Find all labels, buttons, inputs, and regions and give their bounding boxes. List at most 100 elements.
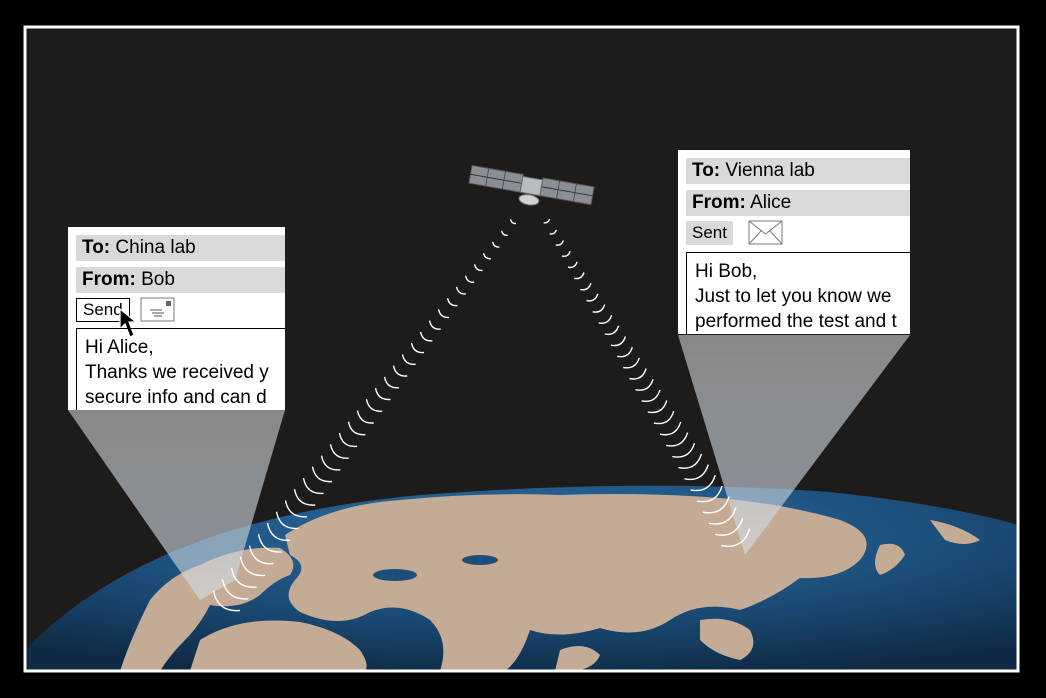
to-label: To: bbox=[82, 237, 111, 258]
signal-arc bbox=[230, 567, 257, 588]
signal-arc bbox=[239, 556, 266, 577]
body-line: secure info and can d bbox=[85, 387, 267, 408]
signal-arc bbox=[586, 293, 599, 302]
signal-arc bbox=[543, 218, 551, 224]
signal-arc bbox=[678, 453, 703, 469]
signal-arc bbox=[555, 240, 564, 246]
land-europe bbox=[120, 547, 294, 671]
signal-arc bbox=[455, 286, 466, 295]
signal-arc bbox=[509, 219, 517, 225]
signal-arc bbox=[293, 489, 316, 506]
signal-arc bbox=[392, 365, 408, 377]
signal-arc bbox=[347, 421, 366, 436]
signal-arc bbox=[311, 466, 333, 483]
from-label: From: bbox=[692, 192, 746, 213]
body-line: Hi Bob, bbox=[695, 261, 758, 282]
from-label: From: bbox=[82, 269, 136, 290]
signal-arc bbox=[257, 534, 282, 553]
from-field: From: Bob bbox=[76, 267, 285, 293]
signal-arc bbox=[580, 282, 592, 291]
email-window-right: To: Vienna lab From: Alice Sent Hi Bob, … bbox=[678, 150, 910, 334]
signal-arc bbox=[410, 342, 425, 354]
signal-arc bbox=[623, 357, 640, 369]
email-body-left: Hi Alice, Thanks we received y secure in… bbox=[76, 328, 285, 410]
envelope-icon bbox=[748, 220, 783, 245]
signal-arc bbox=[653, 410, 675, 425]
signal-arc bbox=[302, 477, 324, 495]
signal-arcs-right bbox=[543, 218, 751, 547]
signal-arc bbox=[647, 400, 668, 414]
from-value: Alice bbox=[750, 192, 792, 213]
body-line: Just to let you know we bbox=[695, 286, 892, 307]
signal-arc bbox=[473, 264, 483, 272]
signal-arc bbox=[702, 496, 730, 514]
signal-arc bbox=[374, 387, 391, 401]
land-asia bbox=[285, 494, 867, 671]
land-japan bbox=[875, 543, 905, 575]
satellite-icon bbox=[468, 164, 595, 206]
land-southeast-asia bbox=[700, 618, 754, 660]
signal-arc bbox=[329, 444, 349, 459]
signal-arc bbox=[721, 528, 751, 547]
document-icon bbox=[140, 297, 175, 322]
signal-arc bbox=[629, 368, 647, 380]
signal-arc bbox=[284, 500, 307, 518]
signal-arc bbox=[616, 346, 633, 358]
sent-status: Sent bbox=[686, 221, 733, 245]
signal-arc bbox=[598, 314, 613, 324]
signal-arc bbox=[437, 309, 450, 319]
signal-arc bbox=[212, 590, 240, 612]
signal-arc bbox=[401, 354, 416, 366]
email-body-right: Hi Bob, Just to let you know we performe… bbox=[686, 252, 910, 334]
signal-arc bbox=[356, 410, 374, 424]
body-line: performed the test and t bbox=[695, 311, 897, 332]
body-line: Hi Alice, bbox=[85, 337, 154, 358]
signal-arc bbox=[641, 389, 661, 402]
signal-arc bbox=[491, 241, 500, 248]
signal-arc bbox=[266, 522, 291, 541]
body-line: Thanks we received y bbox=[85, 362, 269, 383]
signal-arc bbox=[320, 455, 341, 471]
signal-arc bbox=[221, 579, 249, 600]
to-value: Vienna lab bbox=[725, 160, 815, 181]
to-value: China lab bbox=[115, 237, 196, 258]
signal-arc bbox=[338, 432, 358, 448]
signal-arc bbox=[690, 474, 716, 492]
signal-arc bbox=[708, 507, 737, 525]
signal-arc bbox=[248, 545, 274, 565]
to-label: To: bbox=[692, 160, 721, 181]
signal-arc bbox=[561, 250, 571, 257]
signal-arc bbox=[428, 320, 441, 330]
signal-arc bbox=[500, 230, 508, 237]
signal-arc bbox=[574, 272, 585, 280]
to-field: To: China lab bbox=[76, 235, 285, 261]
beam-right bbox=[678, 335, 910, 555]
to-field: To: Vienna lab bbox=[686, 158, 910, 184]
signal-arcs-left bbox=[212, 219, 517, 612]
signal-arc bbox=[419, 331, 433, 342]
signal-arc bbox=[365, 399, 383, 412]
signal-arc bbox=[592, 304, 606, 313]
signal-arc bbox=[383, 376, 399, 389]
signal-arc bbox=[482, 253, 491, 260]
signal-arc bbox=[696, 485, 723, 503]
signal-arc bbox=[610, 336, 627, 347]
land-africa bbox=[190, 620, 367, 671]
from-value: Bob bbox=[141, 269, 175, 290]
signal-arc bbox=[659, 421, 682, 436]
signal-arc bbox=[635, 378, 654, 391]
signal-arc bbox=[464, 275, 475, 283]
signal-arc bbox=[715, 517, 744, 536]
signal-arc bbox=[567, 261, 578, 269]
email-window-left: To: China lab From: Bob Send Hi Alice, T… bbox=[68, 227, 285, 410]
signal-arc bbox=[549, 229, 558, 235]
signal-arc bbox=[604, 325, 620, 336]
signal-arc bbox=[684, 464, 709, 481]
signal-arc bbox=[275, 511, 299, 530]
signal-arc bbox=[665, 432, 689, 447]
earth bbox=[25, 485, 1018, 671]
signal-arc bbox=[446, 297, 458, 307]
beam-left bbox=[68, 410, 285, 600]
signal-arc bbox=[672, 442, 696, 458]
